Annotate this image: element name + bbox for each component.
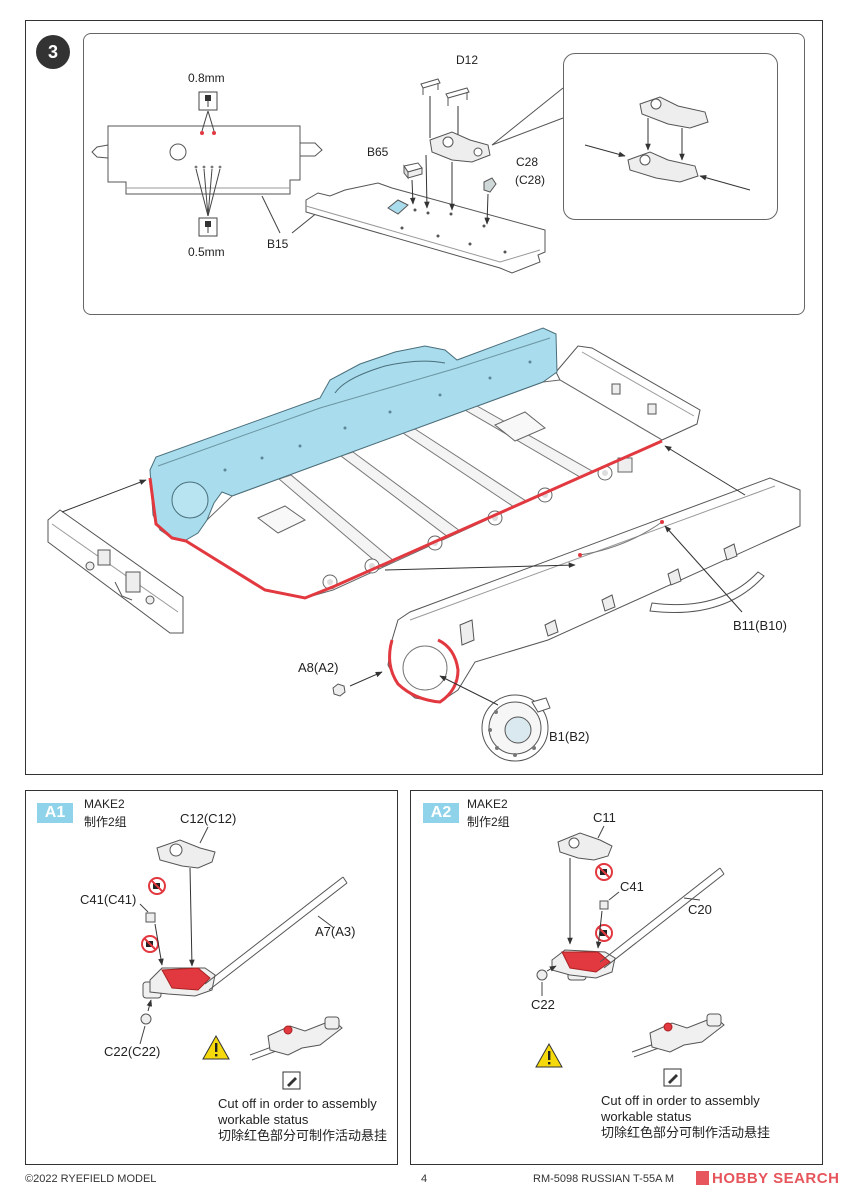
no-cut-icon bbox=[148, 877, 166, 895]
step-3-frame bbox=[25, 20, 823, 775]
part-b1-sprocket-drawing bbox=[439, 675, 551, 762]
front-glacis-plate-drawing bbox=[47, 479, 184, 634]
part-c22-drawing bbox=[139, 999, 153, 1045]
a2-note-line-2: workable status bbox=[601, 1109, 692, 1124]
a2-note-line-3: 切除红色部分可制作活动悬挂 bbox=[601, 1125, 771, 1140]
a2-part-label-c22: C22 bbox=[531, 997, 555, 1012]
a2-make-count-cn: 制作2组 bbox=[467, 815, 510, 829]
a1-make-count: MAKE2 bbox=[84, 797, 125, 811]
drill-size-top-label: 0.8mm bbox=[188, 71, 225, 85]
warning-icon bbox=[202, 1034, 230, 1060]
step-3-subassembly-box bbox=[83, 33, 805, 315]
a2-part-label-c41: C41 bbox=[620, 879, 644, 894]
part-c28-drawing bbox=[483, 177, 497, 225]
near-side-plate-drawing bbox=[384, 445, 801, 704]
subassembly-badge-a2: A2 bbox=[423, 803, 459, 823]
a1-part-label-c41: C41(C41) bbox=[80, 892, 137, 907]
part-c12-drawing bbox=[156, 826, 216, 967]
part-c41-drawing bbox=[139, 903, 164, 966]
pencil-icon bbox=[282, 1071, 301, 1090]
a1-part-label-c12: C12(C12) bbox=[180, 811, 237, 826]
a1-make-count-cn: 制作2组 bbox=[84, 815, 127, 829]
part-c11-drawing bbox=[557, 825, 613, 945]
part-b65-drawing bbox=[403, 162, 423, 205]
drill-icon bbox=[198, 217, 218, 237]
a2-note-line-1: Cut off in order to assembly bbox=[601, 1093, 760, 1108]
part-label-a8: A8(A2) bbox=[298, 660, 339, 675]
no-cut-icon bbox=[595, 924, 613, 942]
part-c41-drawing bbox=[595, 891, 620, 949]
a2-part-label-c20: C20 bbox=[688, 902, 712, 917]
hull-floor-section-drawing bbox=[305, 182, 546, 274]
subassembly-a1-frame bbox=[25, 790, 398, 1165]
watermark-logo-icon bbox=[696, 1171, 709, 1185]
a2-make-count: MAKE2 bbox=[467, 797, 508, 811]
part-label-b1: B1(B2) bbox=[549, 729, 590, 744]
subassembly-badge-a1: A1 bbox=[37, 803, 73, 823]
part-d12-drawing bbox=[420, 78, 470, 148]
a1-part-label-a7: A7(A3) bbox=[315, 924, 356, 939]
a1-note-line-1: Cut off in order to assembly bbox=[218, 1096, 377, 1111]
pencil-icon bbox=[663, 1068, 682, 1087]
a2-part-label-c11: C11 bbox=[593, 810, 616, 825]
drill-icon bbox=[198, 91, 218, 111]
part-b15-drawing bbox=[91, 110, 323, 234]
a2-detail-view-drawing bbox=[631, 1013, 725, 1058]
drill-size-bottom-label: 0.5mm bbox=[188, 245, 225, 259]
step-number-badge: 3 bbox=[36, 35, 70, 69]
a1-note-line-2: workable status bbox=[218, 1112, 309, 1127]
footer-copyright: ©2022 RYEFIELD MODEL bbox=[25, 1173, 157, 1185]
part-label-d12: D12 bbox=[456, 53, 479, 67]
part-label-c28: C28 bbox=[516, 155, 539, 169]
suspension-arm-drawing bbox=[424, 87, 564, 211]
a1-note-line-3: 切除红色部分可制作活动悬挂 bbox=[218, 1128, 388, 1143]
part-label-c28-alt: (C28) bbox=[515, 173, 546, 187]
part-label-b11: B11(B10) bbox=[733, 618, 787, 633]
cut-line-red bbox=[148, 439, 663, 600]
a1-suspension-assembly-drawing bbox=[142, 876, 348, 999]
footer-product: RM-5098 RUSSIAN T-55A M bbox=[533, 1173, 675, 1185]
part-a8-drawing bbox=[332, 671, 383, 697]
part-label-b15: B15 bbox=[267, 237, 289, 251]
part-label-b65: B65 bbox=[367, 145, 389, 159]
suspension-detail-drawing bbox=[584, 96, 751, 191]
warning-icon bbox=[535, 1042, 563, 1068]
a1-detail-view-drawing bbox=[249, 1016, 343, 1061]
watermark: HOBBY SEARCH bbox=[712, 1170, 840, 1187]
no-cut-icon bbox=[141, 935, 159, 953]
footer-page-number: 4 bbox=[421, 1173, 428, 1185]
a1-part-label-c22: C22(C22) bbox=[104, 1044, 161, 1059]
part-c22-drawing bbox=[536, 965, 557, 996]
suspension-detail-inset bbox=[563, 53, 778, 220]
a2-suspension-assembly-drawing bbox=[551, 867, 725, 981]
subassembly-a2-frame bbox=[410, 790, 823, 1165]
no-cut-icon bbox=[595, 863, 613, 881]
part-b11-drawing bbox=[649, 525, 765, 614]
